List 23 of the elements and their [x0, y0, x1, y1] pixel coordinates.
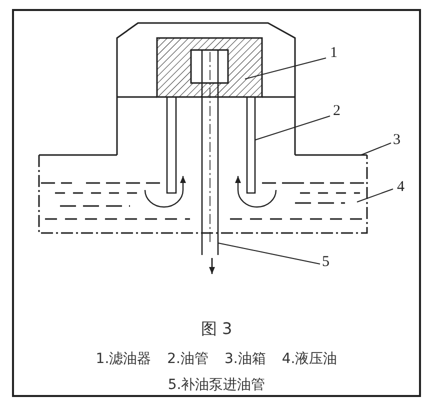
callout-number: 1 — [330, 46, 338, 61]
legend-text: 2.油管 — [167, 350, 208, 369]
leader-line — [254, 116, 330, 140]
legend-text: 4.液压油 — [282, 350, 338, 369]
oil-level-lines — [40, 182, 366, 220]
flow-arrow — [144, 176, 186, 208]
leader-line — [356, 188, 394, 202]
oil-tube — [166, 96, 256, 194]
leader-line — [244, 58, 326, 80]
inlet-pipe — [201, 49, 219, 256]
callout-number: 5 — [322, 255, 330, 270]
leader-line — [360, 142, 392, 156]
callout-number: 3 — [393, 133, 400, 148]
callout-number: 4 — [397, 180, 404, 195]
figure-caption: 图 3 — [200, 318, 232, 340]
legend-text: 5.补油泵进油管 — [168, 376, 266, 395]
flow-arrow — [235, 176, 277, 208]
tank-outline — [38, 154, 368, 234]
hatched-filter-block — [156, 37, 263, 98]
legend-text: 1.滤油器 — [96, 350, 152, 369]
legend-text: 3.油箱 — [224, 350, 266, 369]
leader-line — [218, 242, 320, 264]
callout-number: 2 — [333, 104, 340, 119]
